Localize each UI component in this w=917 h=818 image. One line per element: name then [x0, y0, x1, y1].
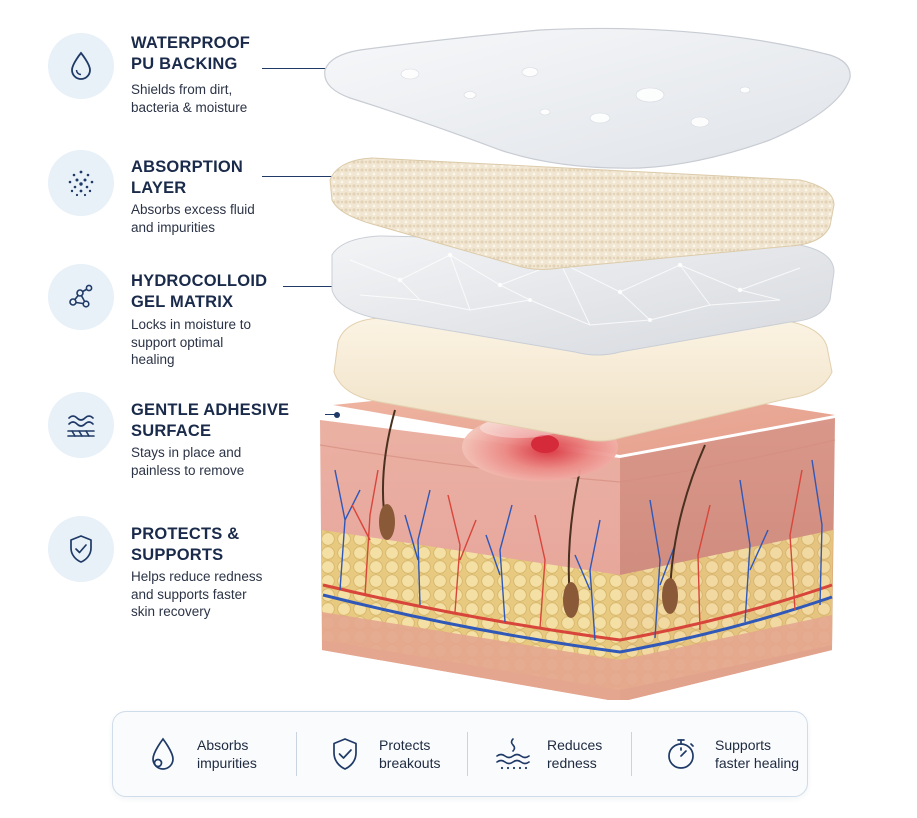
feature-title: WATERPROOF PU BACKING	[131, 34, 251, 73]
benefit-absorbs: Absorbs impurities	[143, 712, 257, 796]
shield-check-icon	[48, 516, 114, 582]
benefit-supports: Supports faster healing	[661, 712, 799, 796]
feature-description: Locks in moisture to support optimal hea…	[131, 317, 252, 367]
feature-description: Absorbs excess fluid and impurities	[131, 202, 255, 235]
feature-title: PROTECTS & SUPPORTS	[131, 525, 240, 564]
shield-check-icon	[333, 738, 357, 770]
benefit-label: Absorbs impurities	[197, 737, 257, 771]
calm-skin-icon	[496, 738, 530, 770]
feature-description: Stays in place and painless to remove	[131, 445, 245, 478]
dots-absorption-icon	[48, 150, 114, 216]
hydrocolloid-patch-skin-illustration	[319, 27, 851, 700]
benefit-protects: Protects breakouts	[325, 712, 440, 796]
feature-description: Helps reduce redness and supports faster…	[131, 569, 263, 619]
feature-description: Shields from dirt, bacteria & moisture	[131, 82, 248, 115]
benefit-label: Reduces redness	[547, 737, 603, 771]
benefit-label: Supports faster healing	[715, 737, 800, 771]
water-drop-icon	[48, 33, 114, 99]
benefit-label: Protects breakouts	[379, 737, 441, 771]
divider	[467, 732, 468, 776]
benefits-bar: Absorbs impurities Protects breakouts Re…	[112, 711, 808, 797]
feature-title: HYDROCOLLOID GEL MATRIX	[131, 272, 268, 311]
drop-icon	[152, 737, 174, 770]
divider	[631, 732, 632, 776]
benefit-reduces: Reduces redness	[493, 712, 602, 796]
molecule-icon	[48, 264, 114, 330]
feature-title: GENTLE ADHESIVE SURFACE	[131, 401, 290, 440]
feature-title: ABSORPTION LAYER	[131, 158, 244, 197]
leader-line-adhesive	[325, 411, 340, 418]
waterproof-backing-layer	[324, 27, 851, 169]
waves-surface-icon	[48, 392, 114, 458]
divider	[296, 732, 297, 776]
gel-matrix-layer	[331, 235, 835, 356]
stopwatch-icon	[668, 739, 694, 769]
